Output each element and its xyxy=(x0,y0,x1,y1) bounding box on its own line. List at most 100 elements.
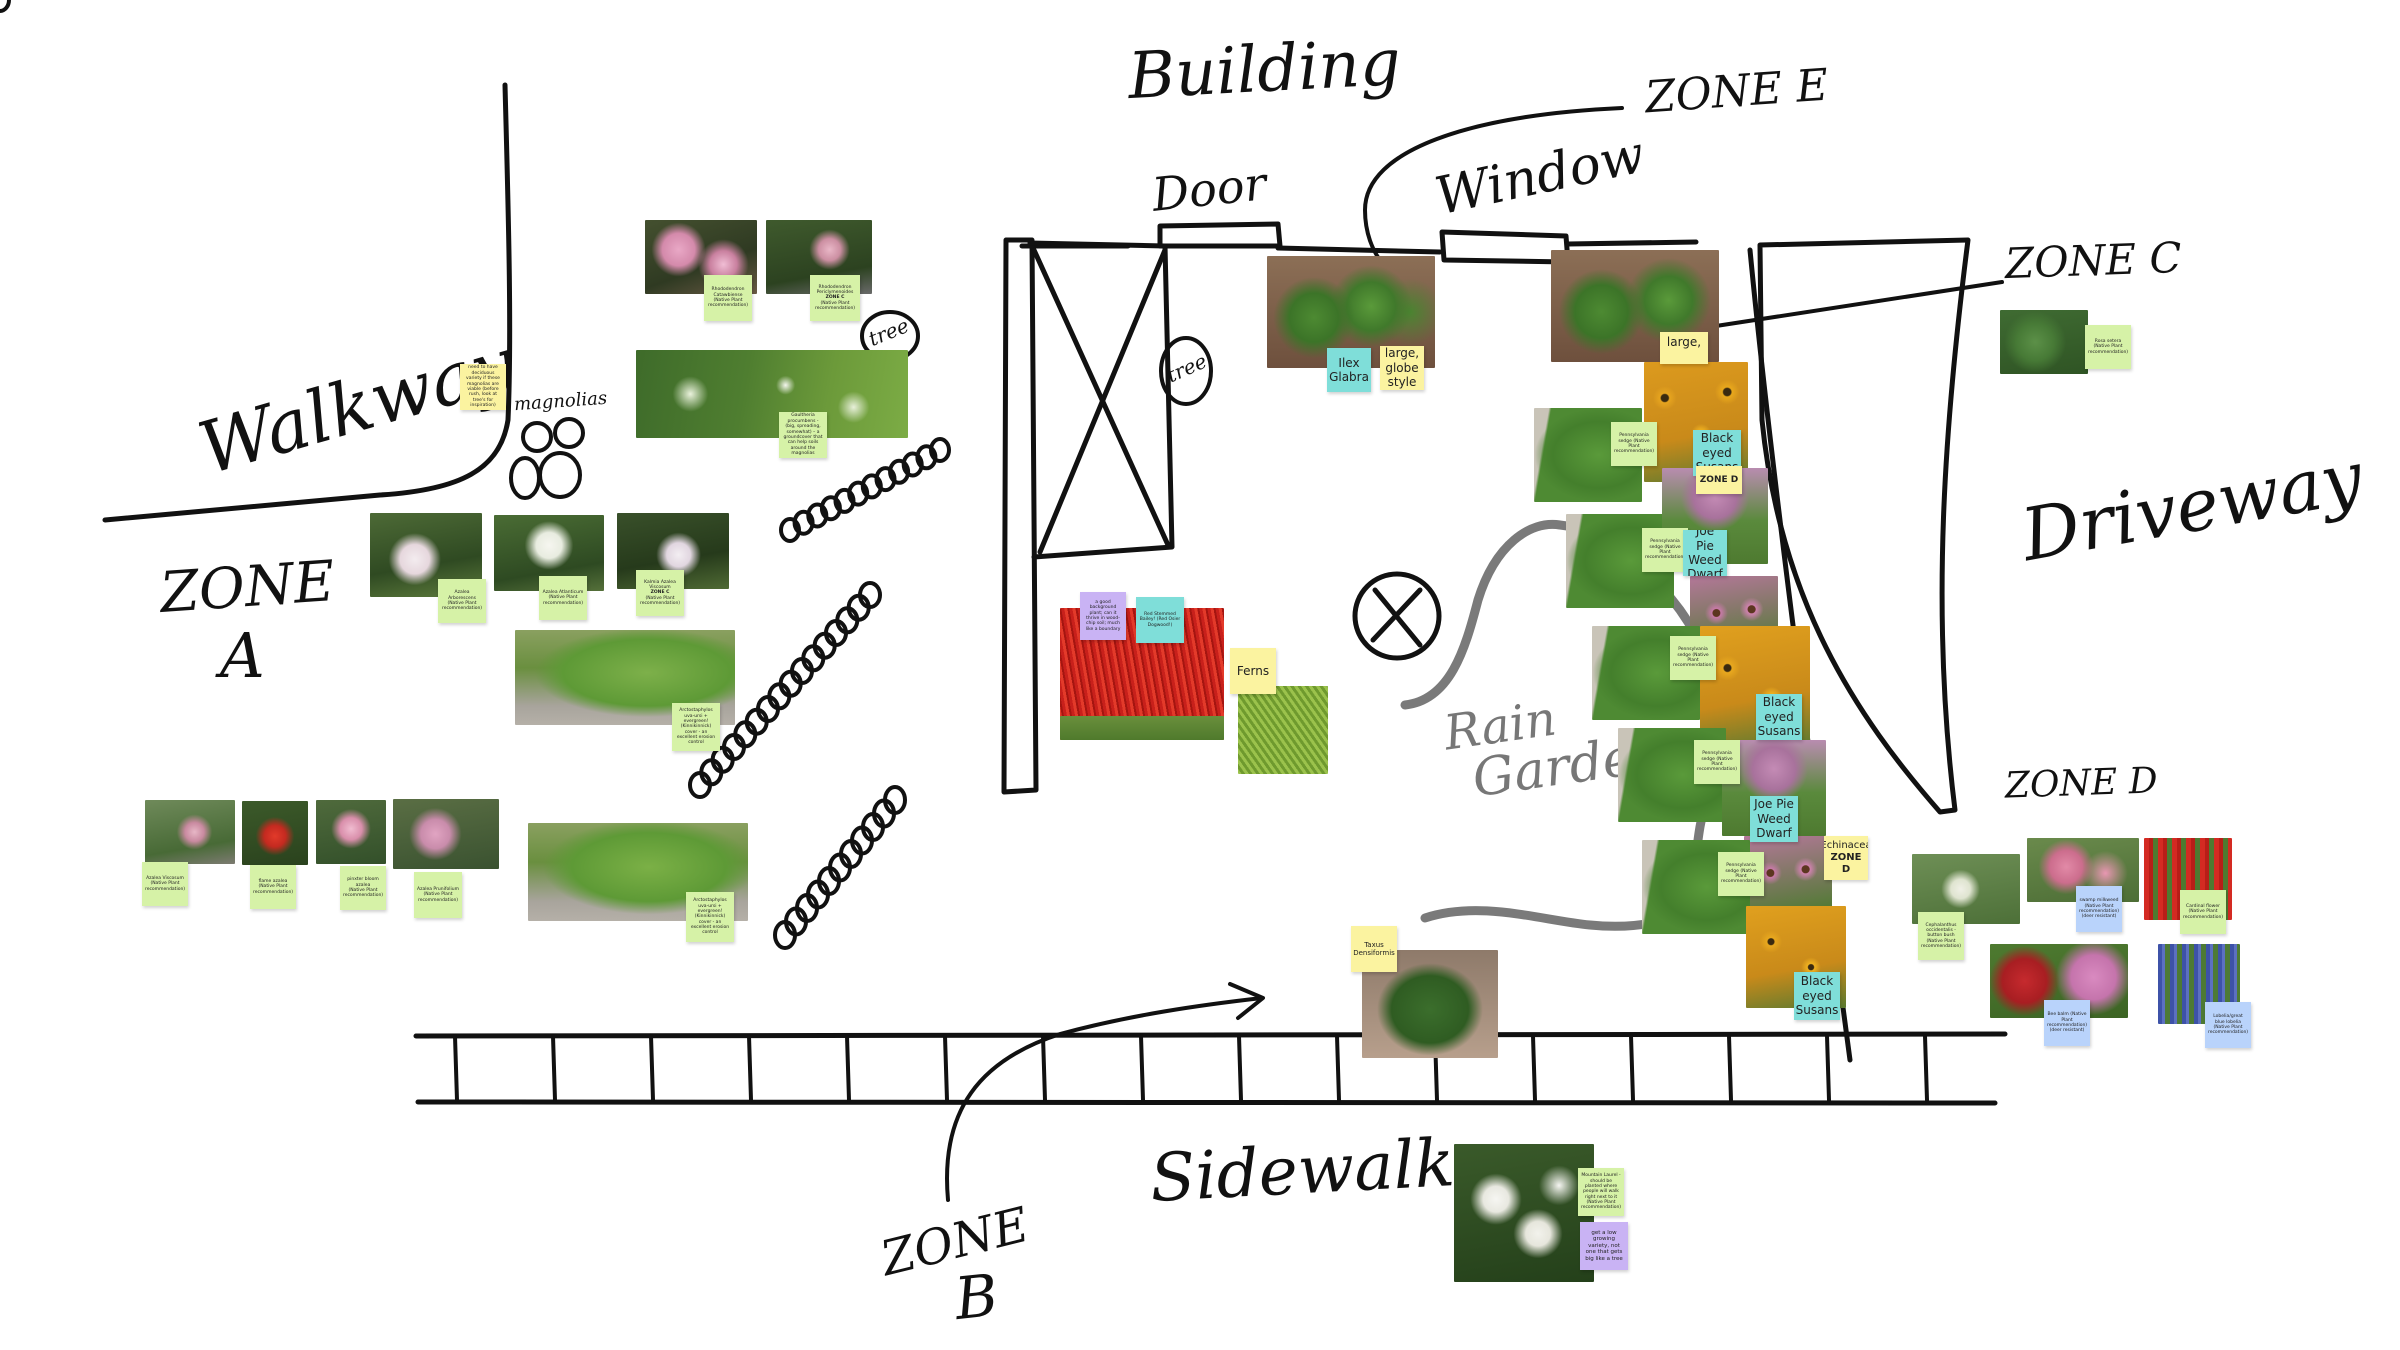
photo-red-twig-base xyxy=(1060,716,1224,740)
note-echinacea-zone: ZONE D xyxy=(1830,852,1862,875)
drain-symbol-x-2 xyxy=(1370,587,1423,643)
note-echinacea: Echinacea ZONE D xyxy=(1824,836,1868,880)
sidewalk-tick xyxy=(943,1034,949,1102)
note-azalea-viscosum-name: Azalea Viscosum xyxy=(146,875,184,881)
note-kalmia-azalea-zone: ZONE C xyxy=(650,590,670,596)
photo-ferns xyxy=(1238,686,1328,774)
note-azalea-prunifolium: Azalea Prunifolium (Native Plant recomme… xyxy=(414,872,462,918)
note-cephalanthus: Cephalanthus occidentalis - button bush … xyxy=(1918,912,1964,960)
note-pinxter-azalea-source: (Native Plant recommendation) xyxy=(342,888,384,899)
sidewalk-tick xyxy=(1335,1034,1341,1102)
note-cardinal-flower: Cardinal flower (Native Plant recommenda… xyxy=(2180,890,2226,934)
sidewalk-tick xyxy=(1139,1034,1145,1102)
photo-flame-azalea xyxy=(242,801,308,865)
note-taxus: Taxus Densiformis xyxy=(1351,926,1397,972)
sidewalk-tick xyxy=(649,1034,655,1102)
photo-mountain-laurel xyxy=(1454,1144,1594,1282)
zone-a-label-line2: A xyxy=(220,619,265,692)
zone-b-label-line2: B xyxy=(951,1260,1002,1334)
sidewalk-tick xyxy=(551,1034,557,1102)
note-rhododendron-catawbiense-name: Rhododendron Catawbiense xyxy=(711,287,745,298)
note-azalea-viscosum-source: (Native Plant recommendation) xyxy=(144,881,186,892)
note-ferns: Ferns xyxy=(1230,648,1276,694)
note-azalea-arborescens-source: (Native Plant recommendation) xyxy=(441,601,483,612)
note-swamp-milkweed: swamp milkweed (Native Plant recommendat… xyxy=(2076,886,2122,932)
zone-b-arrowhead xyxy=(1228,982,1265,1020)
shrub-chain-2 xyxy=(688,581,882,799)
sidewalk-tick xyxy=(1237,1034,1243,1102)
photo-azalea-viscosum xyxy=(145,800,235,864)
window-frame xyxy=(1439,229,1571,265)
structure-x-2 xyxy=(1037,247,1168,555)
photo-azalea-prunifolium xyxy=(393,799,499,869)
note-purple-boundary: a good background plant; can it thrive i… xyxy=(1080,592,1126,640)
note-bee-balm: Bee balm (Native Plant recommendation) (… xyxy=(2044,1000,2090,1046)
sidewalk-label: Sidewalk xyxy=(1148,1124,1457,1217)
note-azalea-atlanticum-source: (Native Plant recommendation) xyxy=(542,595,584,606)
note-pennsylvania-sedge-5: Pennsylvania sedge (Native Plant recomme… xyxy=(1718,852,1764,896)
note-zone-c-plant: Rosa setera (Native Plant recommendation… xyxy=(2085,325,2131,369)
note-red-twig-dogwood: Red Stemmed Bailey! (Red Osier Dogwood!) xyxy=(1136,597,1184,643)
note-pinxter-azalea-name: pinxter bloom azalea xyxy=(347,877,379,888)
shrub-circle xyxy=(0,0,11,13)
note-rhododendron-catawbiense: Rhododendron Catawbiense (Native Plant r… xyxy=(704,275,752,321)
note-azalea-viscosum: Azalea Viscosum (Native Plant recommenda… xyxy=(142,862,188,906)
zone-c-pointer xyxy=(1714,280,2004,328)
note-rhododendron-periclymenoides-name: Rhododendron Periclymenoides xyxy=(816,284,854,295)
building-label: Building xyxy=(1126,25,1403,115)
note-pinxter-azalea: pinxter bloom azalea (Native Plant recom… xyxy=(340,866,386,910)
note-large-globe: large, globe style xyxy=(1380,346,1424,390)
note-arctostaphylos-1: Arctostaphylos uva-ursi + evergreen! (Ki… xyxy=(672,703,720,751)
note-kalmia-azalea: Kalmia Azalea Viscosum ZONE C (Native Pl… xyxy=(636,570,684,616)
note-rhododendron-periclymenoides-zone: ZONE C xyxy=(825,295,845,301)
shrub-circle xyxy=(858,581,882,609)
sidewalk-bottom-line xyxy=(415,1099,1998,1106)
note-joe-pye-1: Joe Pie Weed Dwarf xyxy=(1683,530,1727,576)
note-ilex-glabra: Ilex Glabra xyxy=(1327,348,1371,392)
note-groundcover: Gaultheria procumbens - (big, spreading,… xyxy=(779,412,827,458)
zone-d-label: ZONE D xyxy=(2004,760,2159,807)
note-echinacea-name: Echinacea xyxy=(1824,840,1868,851)
shrub-circle xyxy=(883,785,907,815)
note-kalmia-azalea-name: Kalmia Azalea Viscosum xyxy=(644,579,676,590)
note-rhododendron-periclymenoides-source: (Native Plant recommendation) xyxy=(814,300,856,312)
note-azalea-arborescens: Azalea Arborescens (Native Plant recomme… xyxy=(438,579,486,623)
note-pennsylvania-sedge-1: Pennsylvania sedge (Native Plant recomme… xyxy=(1611,422,1657,466)
note-walkway: need to have deciduous variety if these … xyxy=(460,364,506,410)
note-pennsylvania-sedge-2: Pennsylvania sedge (Native Plant recomme… xyxy=(1642,528,1688,572)
note-azalea-arborescens-name: Azalea Arborescens xyxy=(448,590,476,601)
zone-e-label: ZONE E xyxy=(1643,59,1830,124)
note-flame-azalea-source: (Native Plant recommendation) xyxy=(252,884,294,895)
sidewalk-tick xyxy=(1727,1034,1733,1102)
note-joe-pye-2: Joe Pie Weed Dwarf xyxy=(1750,796,1798,842)
note-arctostaphylos-2: Arctostaphylos uva-ursi + evergreen! (Ki… xyxy=(686,892,734,942)
note-black-eyed-susans-2: Black eyed Susans xyxy=(1756,694,1802,740)
sidewalk-tick xyxy=(1629,1034,1635,1102)
shrub-chain-3 xyxy=(773,785,907,950)
note-flame-azalea: flame azalea (Native Plant recommendatio… xyxy=(250,865,296,909)
drain-symbol xyxy=(1352,571,1442,661)
note-black-eyed-susans-3: Black eyed Susans xyxy=(1794,972,1840,1020)
sidewalk-tick-marks xyxy=(453,1034,1929,1102)
note-flame-azalea-name: flame azalea xyxy=(258,878,288,884)
note-lobelia: Lobelia/great blue lobelia (Native Plant… xyxy=(2205,1002,2251,1048)
sidewalk-tick xyxy=(845,1034,851,1102)
building-wall-mid xyxy=(1275,245,1443,255)
magnolia-circles xyxy=(509,417,585,500)
photo-groundcover-bed xyxy=(636,350,908,438)
photo-zone-c-plant xyxy=(2000,310,2088,374)
structure-x-1 xyxy=(1031,247,1171,548)
note-azalea-atlanticum-name: Azalea Atlanticum xyxy=(542,589,584,595)
note-pennsylvania-sedge-3: Pennsylvania sedge (Native Plant recomme… xyxy=(1670,636,1716,680)
note-rhododendron-periclymenoides: Rhododendron Periclymenoides ZONE C (Nat… xyxy=(810,275,860,321)
note-azalea-prunifolium-name: Azalea Prunifolium xyxy=(417,886,459,892)
building-wall-right xyxy=(1565,239,1699,247)
note-rhododendron-catawbiense-source: (Native Plant recommendation) xyxy=(707,298,749,309)
walkway-edge-line xyxy=(102,82,513,523)
sidewalk-tick xyxy=(747,1034,753,1102)
note-mountain-laurel: Mountain Laurel - should be planted wher… xyxy=(1578,1168,1624,1216)
sidewalk-tick xyxy=(453,1034,459,1102)
door-label: Door xyxy=(1149,156,1269,222)
note-azalea-atlanticum: Azalea Atlanticum (Native Plant recommen… xyxy=(539,576,587,620)
